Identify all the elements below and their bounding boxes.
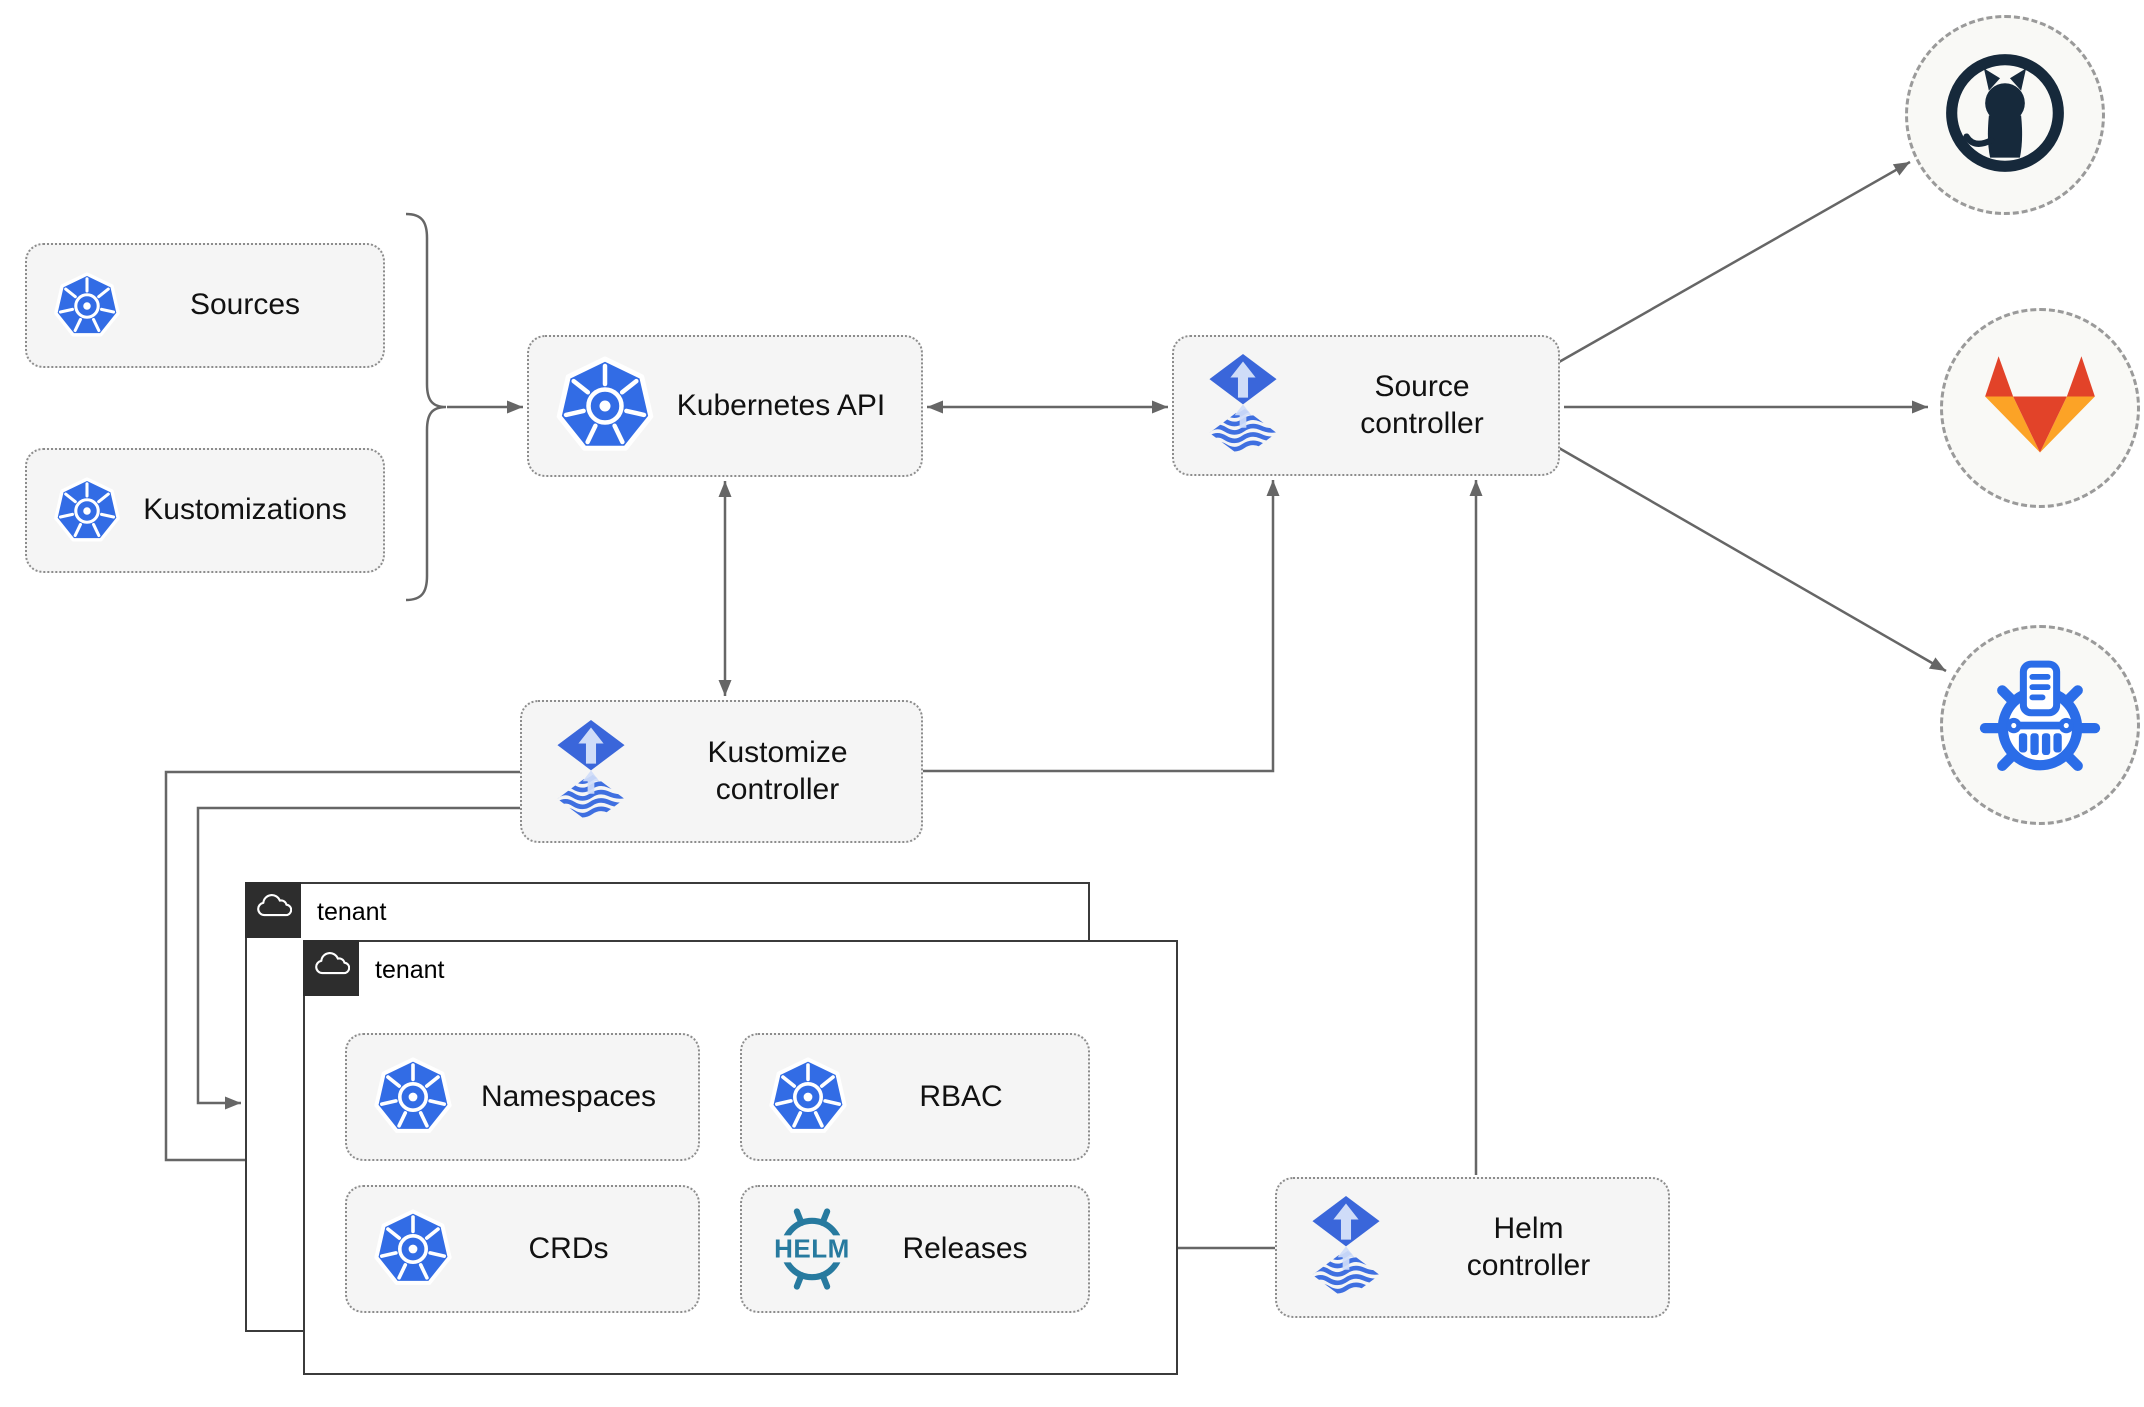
node-label: Source controller <box>1360 369 1484 440</box>
tenant-label: tenant <box>317 898 387 926</box>
node-label: Kustomize controller <box>707 735 848 806</box>
remote-repo-gitlab <box>1940 308 2140 508</box>
gitlab-icon <box>1984 354 2096 462</box>
bracket-sources-group <box>405 212 447 602</box>
node-crds: CRDs <box>345 1185 700 1313</box>
kubernetes-icon <box>53 477 121 545</box>
node-releases: HELM Releases <box>740 1185 1090 1313</box>
node-label: RBAC <box>919 1079 1003 1113</box>
tenant-header <box>245 882 301 938</box>
node-label: Releases <box>902 1231 1028 1265</box>
arrow-kustomize-to-source-controller <box>923 480 1280 773</box>
kubernetes-icon <box>373 1209 453 1289</box>
node-label: Helm controller <box>1466 1211 1591 1282</box>
cloud-icon <box>254 894 292 926</box>
flux-icon <box>548 720 634 824</box>
chartmuseum-icon <box>1976 659 2104 792</box>
node-label: Kustomizations <box>143 493 347 527</box>
arrow-source-to-github <box>1551 160 1911 368</box>
kubernetes-icon <box>555 356 655 456</box>
node-label: Namespaces <box>480 1079 657 1113</box>
remote-repo-chartmuseum <box>1940 625 2140 825</box>
node-sources: Sources <box>25 243 385 368</box>
node-helm-controller: Helm controller <box>1275 1177 1670 1318</box>
arrow-source-to-chartmuseum <box>1551 442 1947 673</box>
node-label: CRDs <box>528 1231 609 1265</box>
kubernetes-icon <box>768 1057 848 1137</box>
node-label: Sources <box>189 288 301 322</box>
flux-icon <box>1200 354 1286 458</box>
node-namespaces: Namespaces <box>345 1033 700 1161</box>
github-icon <box>1943 51 2067 180</box>
tenant-header <box>303 940 359 996</box>
remote-repo-github <box>1905 15 2105 215</box>
tenant-label: tenant <box>375 956 445 984</box>
helm-icon: HELM <box>762 1205 862 1293</box>
node-kubernetes-api: Kubernetes API <box>527 335 923 477</box>
node-kustomizations: Kustomizations <box>25 448 385 573</box>
node-kustomize-controller: Kustomize controller <box>520 700 923 843</box>
node-label: Kubernetes API <box>676 388 886 422</box>
arrow-kustomize-to-back-tenant <box>196 806 520 1110</box>
flux-icon <box>1303 1196 1389 1300</box>
node-rbac: RBAC <box>740 1033 1090 1161</box>
arrow-kustomize-to-front-tenant <box>164 770 520 1167</box>
kubernetes-icon <box>373 1057 453 1137</box>
cloud-icon <box>312 952 350 984</box>
kubernetes-icon <box>53 272 121 340</box>
helm-logo-text: HELM <box>762 1235 862 1263</box>
node-source-controller: Source controller <box>1172 335 1560 476</box>
